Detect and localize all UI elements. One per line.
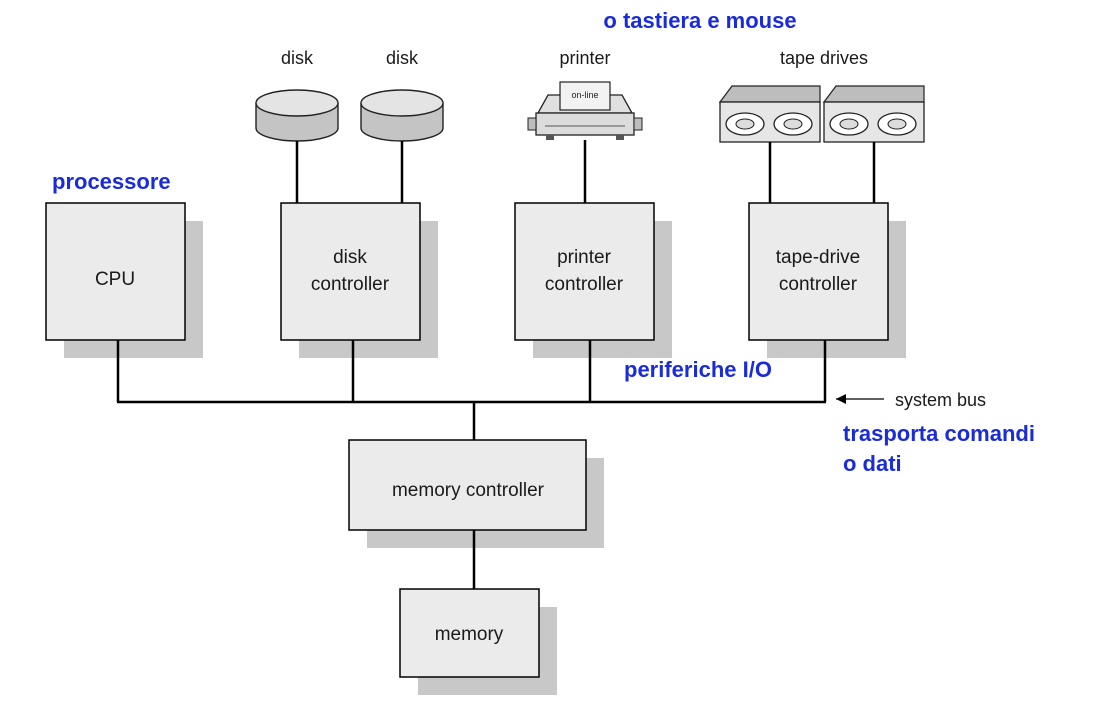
memory-controller-label: memory controller [392,480,545,501]
memory-controller-box: memory controller [348,439,587,531]
keyboard-mouse-annotation: o tastiera e mouse [603,8,796,33]
disk-controller-label-line2: controller [311,274,390,295]
system-bus-arrow-icon [836,394,884,404]
printer-panel-label: on-line [571,90,598,100]
io-devices-annotation: periferiche I/O [624,357,772,382]
cpu-box: CPU [45,202,186,341]
bus-description-line1: trasporta comandi [843,421,1035,446]
disk-1-icon [255,89,339,142]
printer-controller-label-line1: printer [557,247,612,268]
disk-controller-label-line1: disk [333,247,367,268]
tape-drives-label: tape drives [780,48,868,68]
tape-drive-1-icon [718,85,821,143]
memory-label: memory [435,624,504,645]
disk-2-icon [360,89,444,142]
cpu-label: CPU [95,269,135,290]
printer-icon: on-line [527,81,643,140]
tape-drive-2-icon [822,85,925,143]
disk-2-label: disk [386,48,419,68]
disk-controller-box: disk controller [280,202,421,341]
tape-controller-label-line1: tape-drive [776,247,861,268]
processor-annotation: processore [52,169,171,194]
memory-box: memory [399,588,540,678]
printer-label: printer [559,48,610,68]
tape-drive-controller-box: tape-drive controller [748,202,889,341]
disk-1-label: disk [281,48,314,68]
bus-description-line2: o dati [843,451,902,476]
system-bus [116,340,827,440]
printer-controller-label-line2: controller [545,274,624,295]
tape-controller-label-line2: controller [779,274,858,295]
printer-controller-box: printer controller [514,202,655,341]
system-bus-label: system bus [895,390,986,410]
